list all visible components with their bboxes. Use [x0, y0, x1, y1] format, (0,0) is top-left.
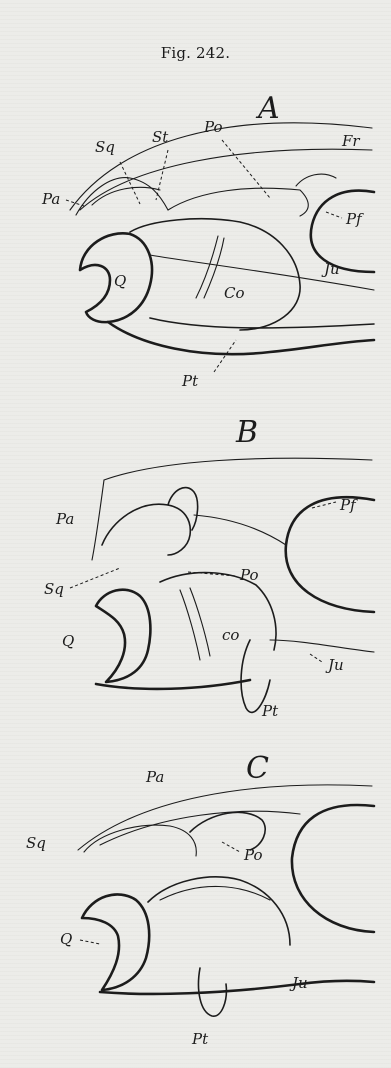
label-a-fr: Fr	[341, 132, 360, 150]
panel-a: A Sq St Po	[41, 91, 374, 390]
c-roof	[78, 785, 372, 850]
label-a-po: Po	[203, 118, 223, 136]
b-lead-ju	[310, 654, 322, 662]
label-b-po: Po	[239, 566, 259, 584]
b-orbit	[286, 497, 374, 612]
panel-c: C Pa Sq Po Q Ju Pt	[26, 751, 374, 1048]
label-a-pf: Pf	[345, 210, 364, 228]
label-b-co: co	[222, 626, 239, 644]
a-jugal-top	[150, 255, 374, 290]
b-quadrate	[96, 590, 150, 682]
a-lead-pf	[326, 212, 342, 218]
c-fossa	[148, 877, 290, 945]
c-jaw-line	[100, 981, 374, 994]
a-jugal-bottom	[150, 318, 374, 328]
panel-b: B Pa Pf Po Sq Q	[44, 415, 374, 720]
label-a-st: St	[152, 128, 169, 146]
panel-letter-a: A	[255, 91, 280, 126]
a-pf	[296, 174, 336, 186]
label-b-sq: Sq	[44, 580, 64, 598]
b-back-edge	[92, 480, 104, 560]
label-c-ju: Ju	[289, 974, 308, 992]
label-a-co: Co	[224, 284, 245, 302]
b-roof	[104, 458, 372, 480]
b-postorbital-knob	[168, 488, 198, 530]
b-po-bone	[194, 515, 286, 545]
label-c-pt: Pt	[191, 1030, 209, 1048]
label-b-pt: Pt	[261, 702, 279, 720]
label-b-pa: Pa	[55, 510, 74, 528]
b-jaw-line	[96, 680, 250, 689]
a-orbit	[311, 191, 374, 272]
panel-letter-c: C	[246, 751, 269, 786]
c-po-bone	[190, 812, 265, 850]
b-co-2	[190, 588, 210, 656]
a-columella-2	[204, 238, 224, 298]
label-a-pt: Pt	[181, 372, 199, 390]
a-columella-1	[196, 236, 218, 298]
label-a-q: Q	[114, 272, 126, 290]
label-b-pf: Pf	[339, 496, 358, 514]
c-lead-po	[222, 842, 240, 852]
label-b-ju: Ju	[325, 656, 344, 674]
a-po-bone	[168, 188, 308, 216]
a-temporal-fossa	[130, 219, 300, 330]
label-c-pa: Pa	[145, 768, 164, 786]
c-fossa-inner	[160, 886, 270, 900]
b-fossa	[160, 573, 276, 650]
label-c-po: Po	[243, 846, 263, 864]
c-sq-arc	[84, 825, 196, 856]
c-lead-q	[80, 940, 100, 944]
label-c-q: Q	[60, 930, 72, 948]
panel-letter-b: B	[235, 415, 258, 450]
label-b-q: Q	[62, 632, 74, 650]
a-lead-pt	[214, 340, 236, 372]
label-a-ju: Ju	[321, 260, 340, 278]
label-c-sq: Sq	[26, 834, 46, 852]
b-jugal	[270, 640, 374, 652]
label-a-pa: Pa	[41, 190, 60, 208]
a-lead-st	[156, 150, 168, 200]
c-orbit	[292, 805, 374, 932]
label-a-sq: Sq	[95, 138, 115, 156]
a-st-arc	[92, 187, 160, 205]
b-co-1	[180, 590, 200, 660]
b-parietal	[102, 504, 190, 555]
b-lead-sq	[70, 568, 120, 588]
